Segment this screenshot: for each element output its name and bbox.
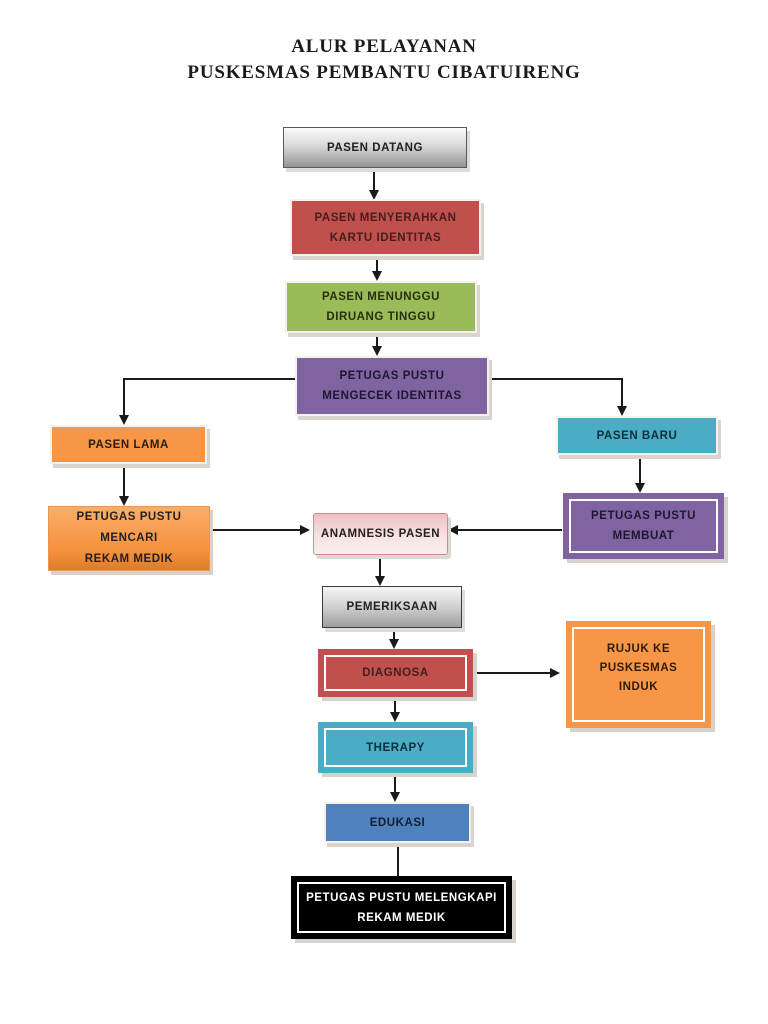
node-label: PEMERIKSAAN	[346, 601, 438, 613]
page-title: ALUR PELAYANAN PUSKESMAS PEMBANTU CIBATU…	[0, 34, 768, 86]
node-label: REKAM MEDIK	[84, 553, 174, 565]
flow-node-pasen-lama: PASEN LAMA	[50, 425, 207, 464]
flow-node-therapy: THERAPY	[318, 722, 473, 773]
node-frame: RUJUK KE PUSKESMAS INDUK	[572, 627, 705, 722]
arrow-head	[119, 496, 129, 506]
flow-node-pasen-menunggu: PASEN MENUNGGU DIRUANG TINGGU	[285, 281, 477, 333]
arrow-head	[300, 525, 310, 535]
arrow-head	[372, 271, 382, 281]
node-label: DIAGNOSA	[362, 667, 429, 679]
node-label: PETUGAS PUSTU	[591, 510, 696, 522]
node-label: PASEN LAMA	[88, 438, 169, 451]
node-label: PUSKESMAS	[599, 662, 678, 674]
node-label: PETUGAS PUSTU	[76, 511, 182, 523]
arrow-head	[617, 406, 627, 416]
arrow-head	[390, 792, 400, 802]
arrow-head	[372, 346, 382, 356]
flow-node-diagnosa: DIAGNOSA	[318, 649, 473, 697]
node-label: KARTU IDENTITAS	[329, 231, 442, 244]
flow-node-petugas-membuat: PETUGAS PUSTU MEMBUAT	[563, 493, 724, 559]
node-label: PETUGAS PUSTU MELENGKAPI	[306, 891, 497, 904]
node-label: PASEN MENYERAHKAN	[314, 211, 457, 224]
node-label: PASEN DATANG	[326, 141, 424, 154]
flow-node-petugas-mengecek: PETUGAS PUSTU MENGECEK IDENTITAS	[295, 356, 489, 416]
node-label: REKAM MEDIK	[357, 911, 446, 924]
flow-node-anamnesis: ANAMNESIS PASEN	[313, 513, 448, 555]
arrow-head	[119, 415, 129, 425]
arrow-line	[123, 378, 295, 416]
title-line-1: ALUR PELAYANAN	[291, 36, 477, 57]
flow-node-edukasi: EDUKASI	[324, 802, 471, 843]
flow-node-pasen-menyerahkan: PASEN MENYERAHKAN KARTU IDENTITAS	[290, 199, 481, 256]
node-label: PASEN BARU	[596, 429, 678, 442]
node-frame: DIAGNOSA	[324, 655, 467, 691]
node-frame: PETUGAS PUSTU MELENGKAPI REKAM MEDIK	[297, 882, 506, 933]
flow-node-pemeriksaan: PEMERIKSAAN	[322, 586, 462, 628]
flow-node-rujuk: RUJUK KE PUSKESMAS INDUK	[566, 621, 711, 728]
node-label: MENCARI	[100, 532, 158, 544]
arrow-line	[489, 378, 623, 407]
node-label: PASEN MENUNGGU	[321, 291, 441, 303]
node-label: ANAMNESIS PASEN	[320, 528, 441, 540]
node-label: DIRUANG TINGGU	[326, 311, 436, 323]
flow-node-pasen-baru: PASEN BARU	[556, 416, 718, 455]
arrow-head	[375, 576, 385, 586]
node-label: RUJUK KE	[606, 643, 671, 655]
node-frame: PETUGAS PUSTU MEMBUAT	[569, 499, 718, 553]
flow-node-petugas-mencari: PETUGAS PUSTU MENCARI REKAM MEDIK	[48, 506, 210, 571]
arrow-head	[635, 483, 645, 493]
arrow-head	[550, 668, 560, 678]
node-label: MEMBUAT	[612, 530, 675, 542]
title-line-2: PUSKESMAS PEMBANTU CIBATUIRENG	[187, 62, 581, 83]
flow-node-pasen-datang: PASEN DATANG	[283, 127, 467, 168]
node-label: PETUGAS PUSTU	[339, 370, 445, 382]
arrow-head	[390, 712, 400, 722]
node-label: THERAPY	[366, 741, 425, 754]
node-label: MENGECEK IDENTITAS	[322, 390, 462, 402]
node-label: INDUK	[618, 681, 659, 693]
arrow-head	[389, 639, 399, 649]
arrow-head	[448, 525, 458, 535]
flow-node-melengkapi: PETUGAS PUSTU MELENGKAPI REKAM MEDIK	[291, 876, 512, 939]
node-label: EDUKASI	[369, 816, 426, 829]
node-frame: THERAPY	[324, 728, 467, 767]
